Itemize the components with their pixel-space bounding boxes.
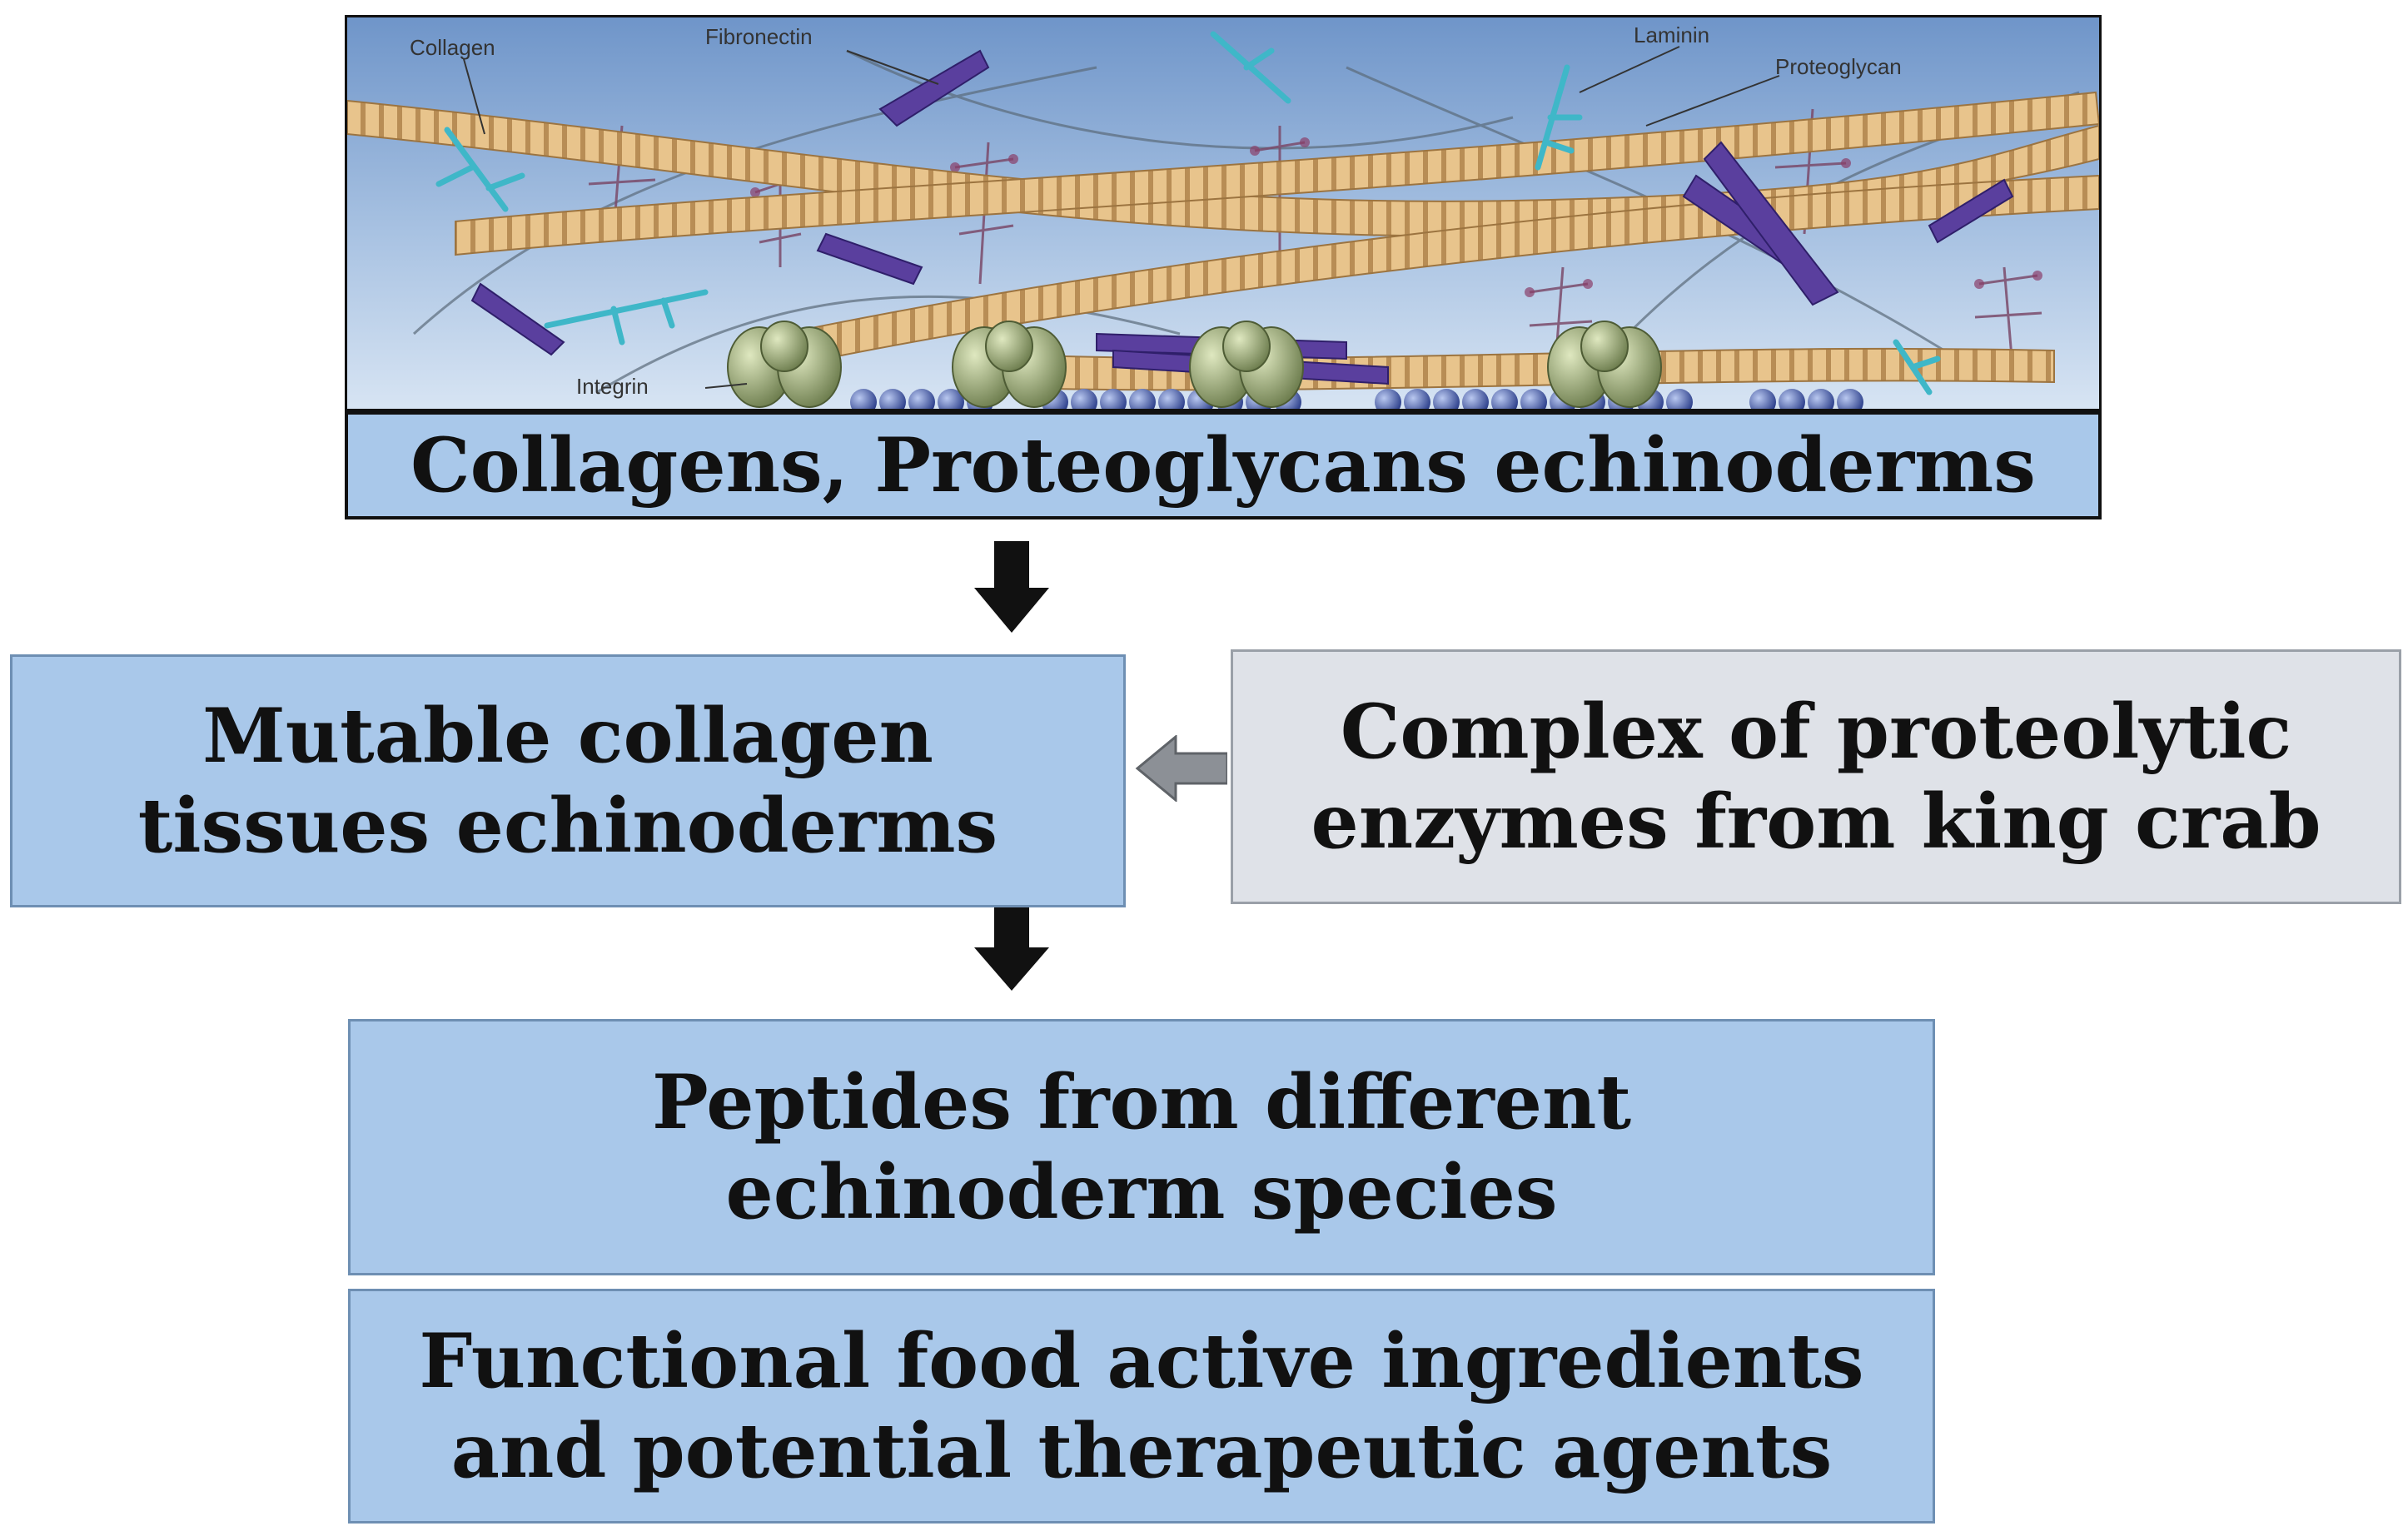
functional-food-line2: and potential therapeutic agents xyxy=(450,1407,1833,1495)
functional-food-line1: Functional food active ingredients xyxy=(419,1317,1864,1405)
extracellular-matrix-illustration: Collagen Fibronectin Laminin Proteoglyca… xyxy=(345,15,2102,411)
mutable-collagen-line1: Mutable collagen xyxy=(202,692,933,780)
proteolytic-enzymes-line2: enzymes from king crab xyxy=(1311,778,2321,866)
collagens-proteoglycans-text: Collagens, Proteoglycans echinoderms xyxy=(410,421,2036,510)
peptides-line2: echinoderm species xyxy=(725,1148,1558,1236)
integrin-receptor xyxy=(1547,321,1662,408)
functional-food-box: Functional food active ingredients and p… xyxy=(348,1289,1935,1524)
laminin-label: Laminin xyxy=(1634,22,1709,47)
collagen-fiber xyxy=(455,91,2099,256)
collagens-proteoglycans-box: Collagens, Proteoglycans echinoderms xyxy=(345,411,2102,519)
integrin-receptor xyxy=(727,321,842,408)
mutable-collagen-line2: tissues echinoderms xyxy=(137,782,998,870)
integrin-label: Integrin xyxy=(576,374,649,399)
integrin-receptors xyxy=(727,321,1662,408)
left-arrow-enzymes xyxy=(1135,735,1227,802)
mutable-collagen-box: Mutable collagen tissues echinoderms xyxy=(10,654,1126,907)
peptides-line1: Peptides from different xyxy=(651,1058,1632,1146)
label-leader-lines xyxy=(463,46,1780,389)
proteoglycan-label: Proteoglycan xyxy=(1775,54,1902,79)
matrix-drawing: Collagen Fibronectin Laminin Proteoglyca… xyxy=(347,17,2099,409)
down-arrow-2 xyxy=(974,907,1049,991)
laminin-molecules xyxy=(435,31,1941,395)
proteolytic-enzymes-box: Complex of proteolytic enzymes from king… xyxy=(1231,649,2401,904)
fibronectin-label: Fibronectin xyxy=(705,24,813,49)
integrin-receptor xyxy=(1189,321,1304,408)
down-arrow-1 xyxy=(974,541,1049,633)
peptides-box: Peptides from different echinoderm speci… xyxy=(348,1019,1935,1275)
proteolytic-enzymes-line1: Complex of proteolytic xyxy=(1340,688,2292,776)
integrin-receptor xyxy=(952,321,1067,408)
collagen-label: Collagen xyxy=(410,35,495,60)
